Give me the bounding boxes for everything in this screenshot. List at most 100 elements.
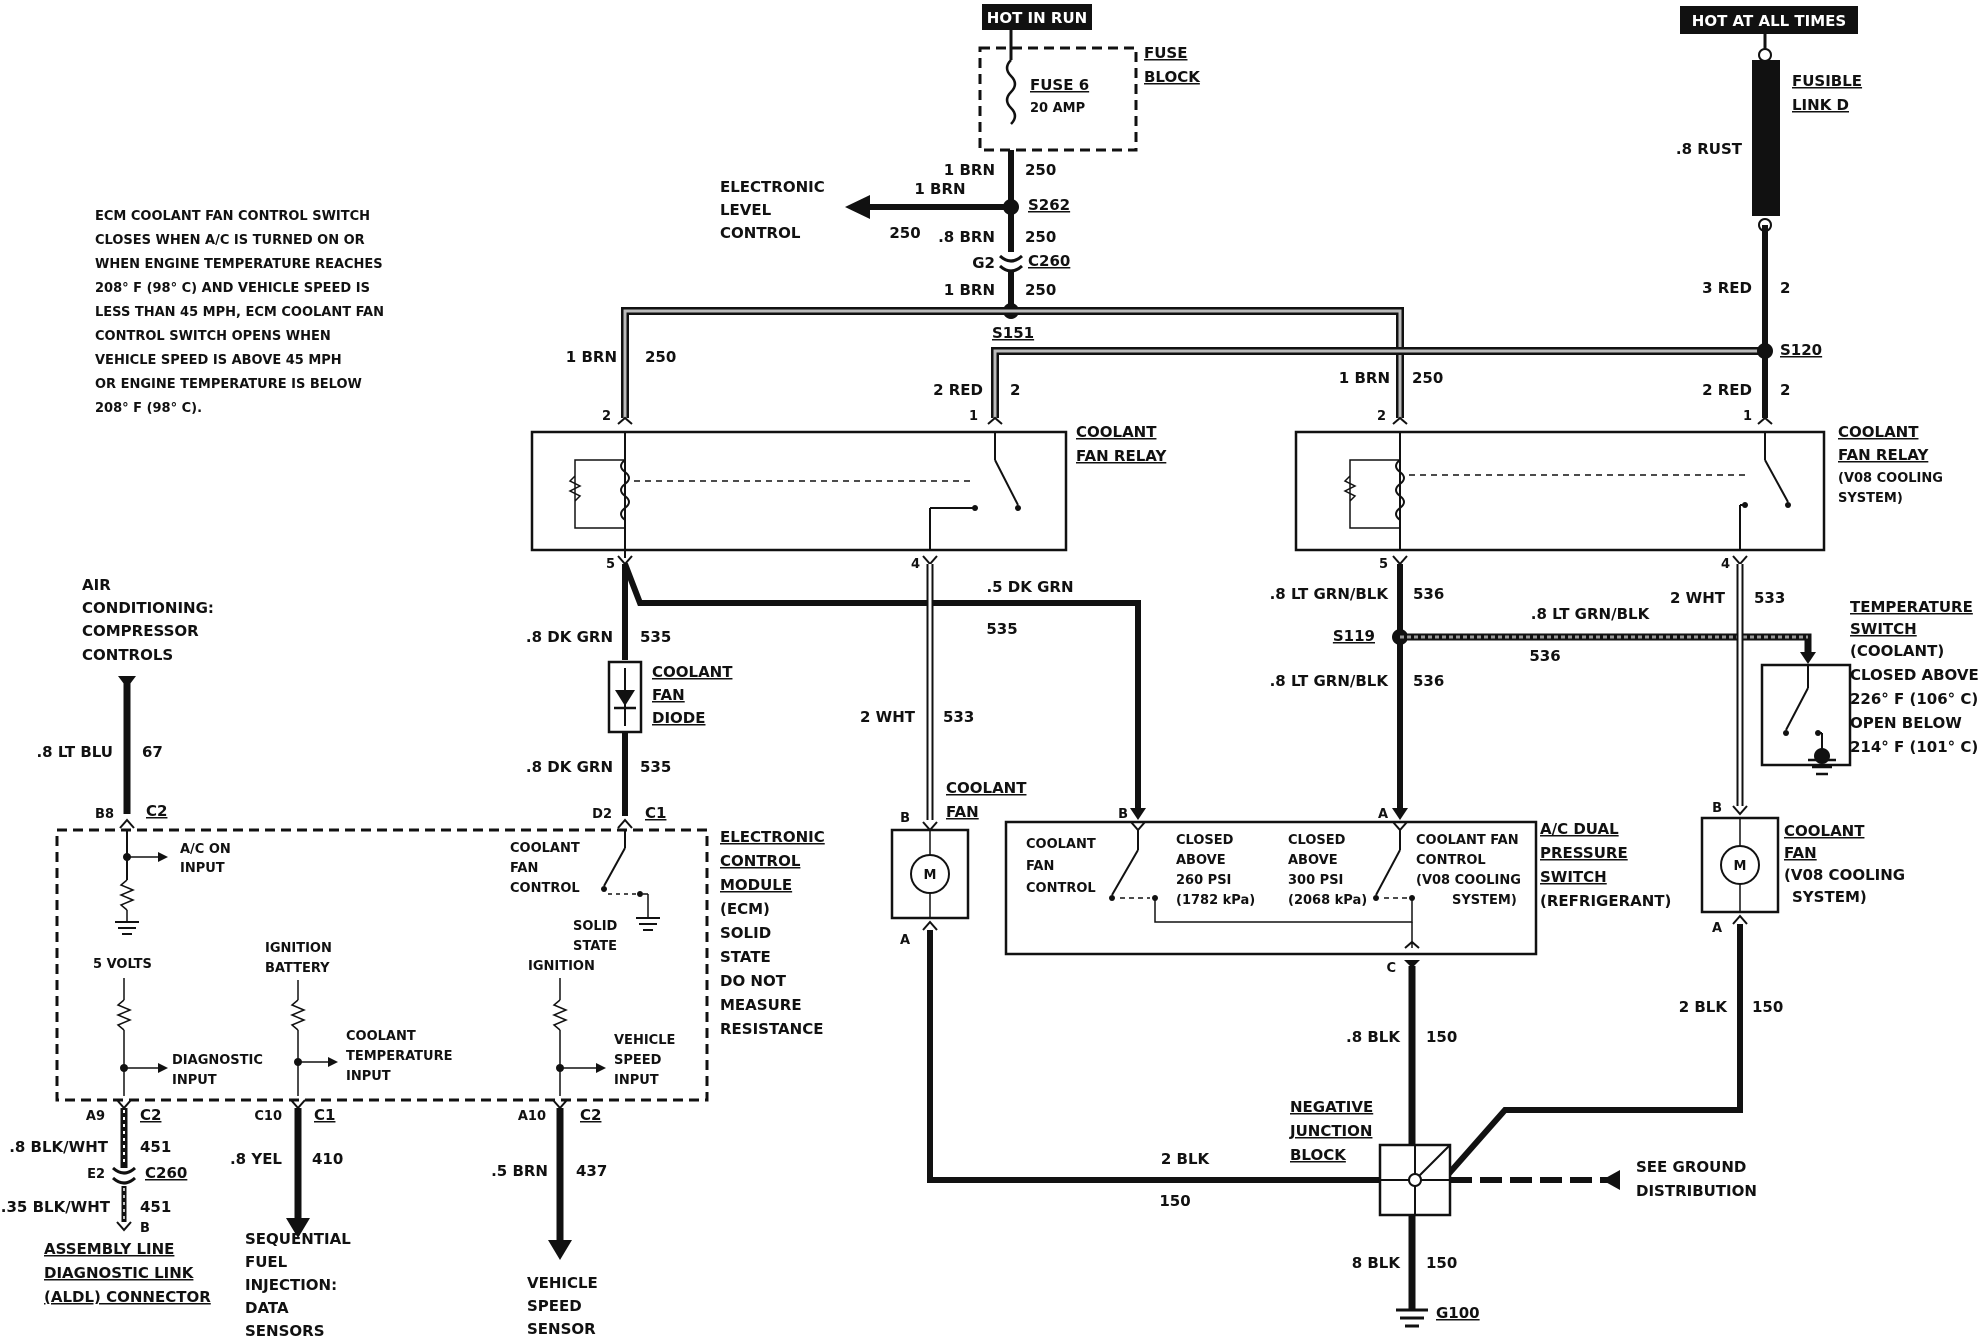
wire-8blk: 8 BLK xyxy=(1352,1254,1402,1272)
wire-437: 437 xyxy=(576,1162,607,1180)
ps-label-4: (REFRIGERANT) xyxy=(1540,892,1671,910)
wire-1brn-s151: 1 BRN xyxy=(944,281,995,299)
wire-451-1: 451 xyxy=(140,1138,171,1156)
ecm-fan-ctrl-2: FAN xyxy=(510,861,538,876)
ps-label-3: SWITCH xyxy=(1540,868,1607,886)
svg-text:M: M xyxy=(1734,859,1747,874)
wire-535-top: 535 xyxy=(986,620,1017,638)
temp-switch-icon xyxy=(1785,687,1809,731)
wire-536-1: 536 xyxy=(1413,585,1444,603)
fan-right-label-2: FAN xyxy=(1784,844,1817,862)
wire-536-to-temp-switch xyxy=(1400,633,1812,652)
wire-150-right: 150 xyxy=(1752,998,1783,1016)
c260-label: C260 xyxy=(1028,252,1070,270)
fuse-block-label-2: BLOCK xyxy=(1144,68,1201,86)
s262-label: S262 xyxy=(1028,196,1070,214)
sfi-label-5: SENSORS xyxy=(245,1322,325,1340)
wire-150-08blk: 150 xyxy=(1426,1028,1457,1046)
svg-text:5: 5 xyxy=(1379,557,1388,572)
diode-label-3: DIODE xyxy=(652,709,705,727)
veh-speed-2: SPEED xyxy=(614,1053,662,1068)
wire-3red: 3 RED xyxy=(1702,279,1752,297)
svg-text:M: M xyxy=(924,868,937,883)
ac-label-4: CONTROLS xyxy=(82,646,173,664)
diag-input-2: INPUT xyxy=(172,1073,217,1088)
relay-right-coil-icon xyxy=(1395,459,1405,521)
speed-resistor-icon xyxy=(552,999,568,1031)
diag-input-1: DIAGNOSTIC xyxy=(172,1053,263,1068)
relay-right-switch-icon xyxy=(1764,459,1789,503)
wire-533-right: 533 xyxy=(1754,589,1785,607)
fuse-block-label-1: FUSE xyxy=(1144,44,1187,62)
svg-text:4: 4 xyxy=(911,557,920,572)
ecm-fan-ctrl-1: COOLANT xyxy=(510,841,580,856)
svg-text:B: B xyxy=(1712,801,1722,816)
ac-on-ground-icon xyxy=(115,921,139,935)
fan-left-label-2: FAN xyxy=(946,803,979,821)
hot-at-all-times-box xyxy=(1680,6,1858,34)
wire-1brn-right: 1 BRN xyxy=(1339,369,1390,387)
arrow-to-sfi xyxy=(286,1218,310,1238)
svg-text:5: 5 xyxy=(606,557,615,572)
splice-s120 xyxy=(1757,343,1773,359)
ecm-solid-state-2: STATE xyxy=(573,939,617,954)
wire-1brn-top: 1 BRN xyxy=(944,161,995,179)
fuse-block-outline xyxy=(978,46,1138,152)
ps-left-ctrl-3: CONTROL xyxy=(1026,881,1096,896)
svg-text:208° F (98° C).: 208° F (98° C). xyxy=(95,401,202,416)
hot-in-run-label: HOT IN RUN xyxy=(987,9,1087,27)
diode-icon xyxy=(615,690,635,706)
fusible-link-d-icon xyxy=(1752,60,1780,216)
svg-text:1: 1 xyxy=(1743,409,1752,424)
ps-300-3: 300 PSI xyxy=(1288,873,1343,888)
ecm-label-8: MEASURE xyxy=(720,996,802,1014)
svg-text:C1: C1 xyxy=(314,1106,335,1124)
diode-label-2: FAN xyxy=(652,686,685,704)
njb-label-1: NEGATIVE xyxy=(1290,1098,1373,1116)
wire-05brn: .5 BRN xyxy=(491,1162,548,1180)
wire-2-right: 2 xyxy=(1780,381,1790,399)
svg-text:CLOSES WHEN A/C IS TURNED ON O: CLOSES WHEN A/C IS TURNED ON OR xyxy=(95,233,365,248)
ps-right-ctrl-2: CONTROL xyxy=(1416,853,1486,868)
level-control-2: LEVEL xyxy=(720,201,772,219)
ac-on-resistor-icon xyxy=(119,879,135,911)
ps-260-4: (1782 kPa) xyxy=(1176,893,1255,908)
sfi-label-2: FUEL xyxy=(245,1253,288,1271)
sfi-label-3: INJECTION: xyxy=(245,1276,337,1294)
temp-switch-label-2: SWITCH xyxy=(1850,620,1917,638)
svg-text:OR ENGINE TEMPERATURE IS BELOW: OR ENGINE TEMPERATURE IS BELOW xyxy=(95,377,362,392)
relay-left-label-1: COOLANT xyxy=(1076,423,1157,441)
ecm-label-6: STATE xyxy=(720,948,771,966)
svg-text:WHEN ENGINE TEMPERATURE REACHE: WHEN ENGINE TEMPERATURE REACHES xyxy=(95,257,383,272)
arrow-to-vss xyxy=(548,1240,572,1260)
wire-67: 67 xyxy=(142,743,163,761)
relay-right-label-2: FAN RELAY xyxy=(1838,446,1929,464)
njb-label-3: BLOCK xyxy=(1290,1146,1347,1164)
temp-switch-label-6: OPEN BELOW xyxy=(1850,714,1962,732)
wire-08brn: .8 BRN xyxy=(938,228,995,246)
ps-300-1: CLOSED xyxy=(1288,833,1346,848)
svg-text:D2: D2 xyxy=(592,807,612,822)
cool-temp-1: COOLANT xyxy=(346,1029,416,1044)
wire-410: 410 xyxy=(312,1150,343,1168)
ecm-label-5: SOLID xyxy=(720,924,771,942)
ps-right-ctrl-3: (V08 COOLING xyxy=(1416,873,1521,888)
wire-536-2: 536 xyxy=(1413,672,1444,690)
relay-right-label-4: SYSTEM) xyxy=(1838,491,1903,506)
wire-250-right: 250 xyxy=(1412,369,1443,387)
wire-08dkgrn-2: .8 DK GRN xyxy=(526,758,613,776)
wire-1brn-branch: 1 BRN xyxy=(914,180,965,198)
diag-resistor-icon xyxy=(116,999,132,1031)
wire-2wht-right: 2 WHT xyxy=(1670,589,1726,607)
svg-text:LESS THAN 45 MPH, ECM COOLANT: LESS THAN 45 MPH, ECM COOLANT FAN xyxy=(95,305,384,320)
coolant-fan-relay-right xyxy=(1294,430,1826,552)
svg-text:C2: C2 xyxy=(146,802,167,820)
ac-on-input-1: A/C ON xyxy=(180,842,231,857)
svg-text:2: 2 xyxy=(602,409,611,424)
ps-right-ctrl-1: COOLANT FAN xyxy=(1416,833,1519,848)
aldl-label-3: (ALDL) CONNECTOR xyxy=(44,1288,211,1306)
vss-label-1: VEHICLE xyxy=(527,1274,598,1292)
ps-label-2: PRESSURE xyxy=(1540,844,1628,862)
ecm-label-7: DO NOT xyxy=(720,972,787,990)
s151-label: S151 xyxy=(992,324,1034,342)
